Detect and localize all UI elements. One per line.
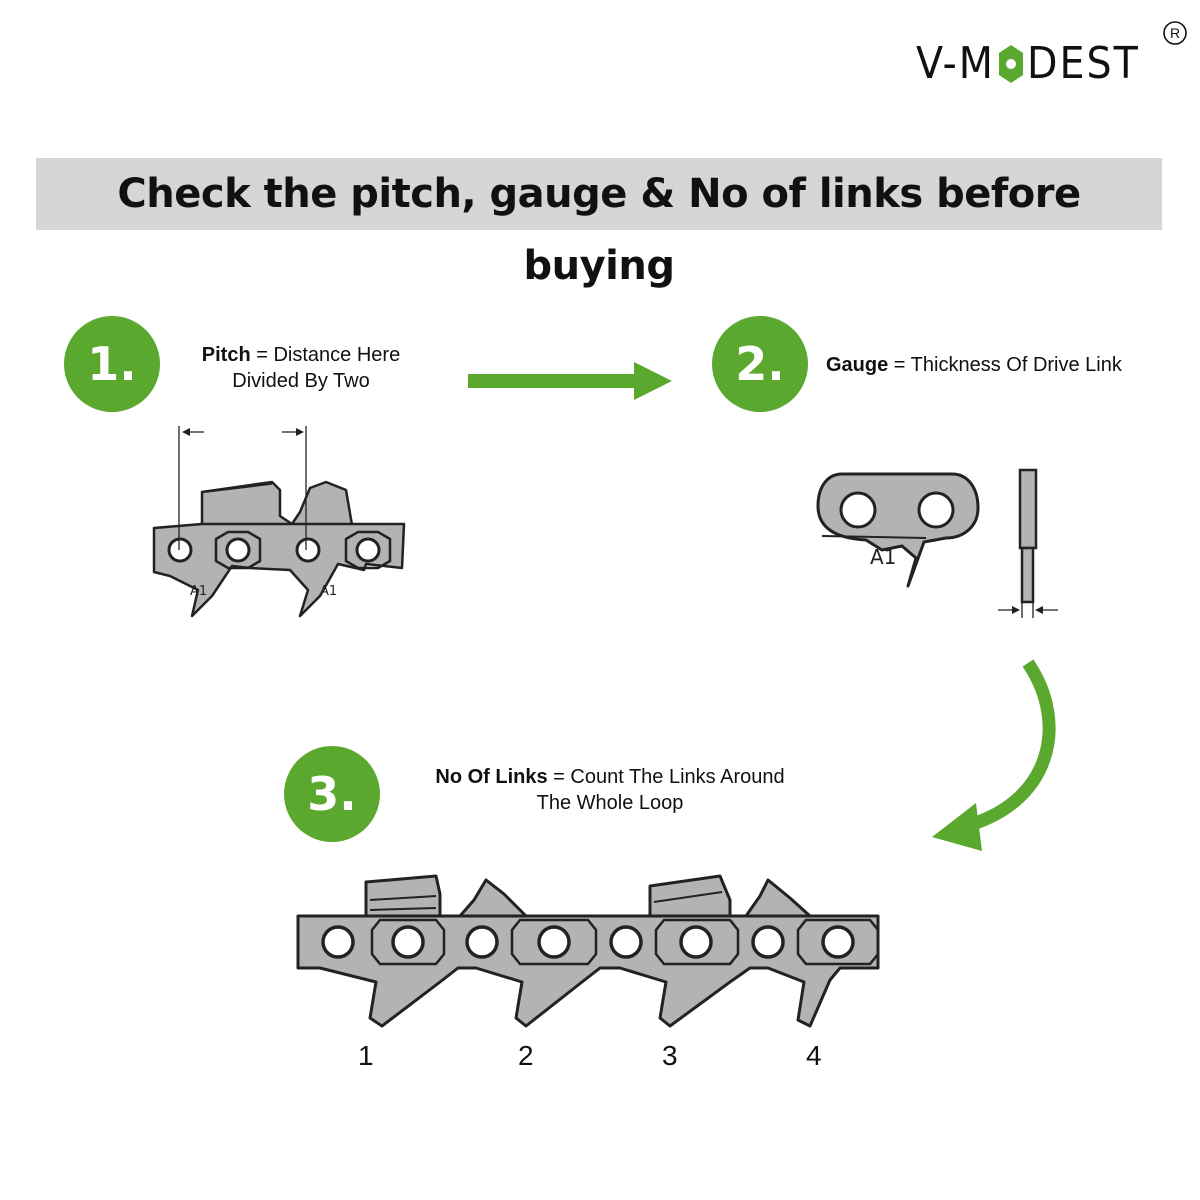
step-2-number: 2. <box>735 337 785 391</box>
links-caption: No Of Links = Count The Links Around The… <box>400 764 820 816</box>
pitch-definition-line2: Divided By Two <box>232 370 370 392</box>
links-term: No Of Links <box>435 766 548 788</box>
registered-trademark-icon: R <box>1163 21 1187 45</box>
banner-title: Check the pitch, gauge & No of links bef… <box>117 171 1081 289</box>
gauge-term: Gauge <box>826 354 889 376</box>
pitch-chain-diagram: A1 A1 <box>152 426 406 618</box>
links-definition-line1: = Count The Links Around <box>547 766 785 788</box>
gauge-drive-link-diagram: A1 <box>816 468 1058 618</box>
brand-logo: V-M DEST <box>916 38 1140 89</box>
link-label: A1 <box>190 584 207 599</box>
logo-hex-o-icon <box>998 44 1023 83</box>
pitch-definition-line1: = Distance Here <box>250 344 401 366</box>
link-number-4: 4 <box>806 1040 822 1071</box>
step-1-number: 1. <box>87 337 137 391</box>
right-arrow-icon <box>468 362 672 400</box>
link-number-3: 3 <box>662 1040 678 1071</box>
link-label: A1 <box>320 584 337 599</box>
pitch-term: Pitch <box>201 344 251 366</box>
link-number-2: 2 <box>518 1040 534 1071</box>
links-chain-diagram <box>296 874 880 1028</box>
link-number-1: 1 <box>358 1040 374 1071</box>
title-banner <box>36 158 1162 230</box>
step-3-number: 3. <box>307 767 357 821</box>
step-1-badge: 1. <box>64 316 160 412</box>
step-3-badge: 3. <box>284 746 380 842</box>
curved-arrow-icon <box>932 659 1056 851</box>
registered-mark: R <box>1170 25 1180 41</box>
gauge-definition: = Thickness Of Drive Link <box>888 354 1122 376</box>
pitch-caption: Pitch = Distance Here Divided By Two <box>176 342 426 394</box>
logo-prefix: V-M <box>916 38 995 89</box>
logo-suffix: DEST <box>1026 38 1140 89</box>
step-2-badge: 2. <box>712 316 808 412</box>
gauge-caption: Gauge = Thickness Of Drive Link <box>826 352 1122 378</box>
link-label: A1 <box>870 545 896 569</box>
links-definition-line2: The Whole Loop <box>536 792 684 814</box>
